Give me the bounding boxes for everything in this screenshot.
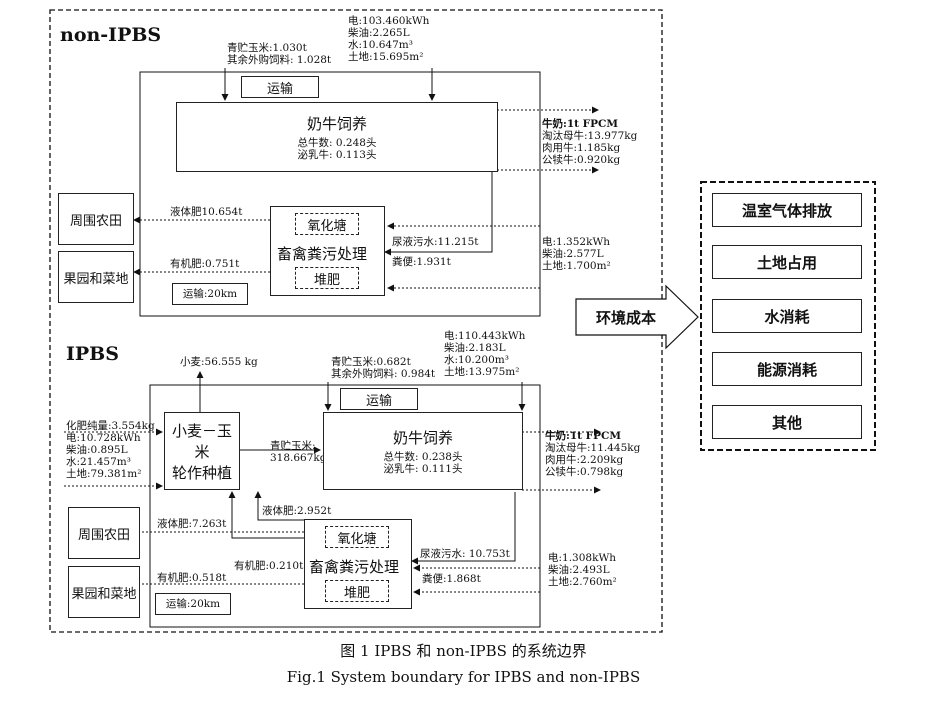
organic-fertilizer-label: 有机肥:0.751t [170,258,240,270]
milk-output: 牛奶:1t FPCM [542,118,619,130]
liquid-fertilizer-label: 液体肥:7.263t [157,518,227,530]
top-feed-inputs: 青贮玉米:1.030t 其余外购饲料: 1.028t [227,42,331,66]
feces-label: 粪便:1.931t [392,256,451,268]
farmland-box: 周围农田 [68,507,140,559]
resource-line: 电:1.352kWh [542,236,611,248]
crop-input-line: 化肥纯量:3.554kg [66,420,155,432]
dairy-line: 总牛数: 0.238头 [383,451,463,463]
manure-resource-inputs: 电:1.308kWh 柴油:2.493L 土地:2.760m² [548,552,617,588]
transport-box: 运输 [340,388,418,410]
bottom-outputs: 牛奶:1t FPCM 淘汰母牛:11.445kg 肉用牛:2.209kg 公犊牛… [545,430,640,478]
figure-caption-chinese: 图 1 IPBS 和 non-IPBS 的系统边界 [340,642,587,660]
resource-line: 电:110.443kWh [444,330,526,342]
crop-title-line: 轮作种植 [171,463,232,482]
dairy-title: 奶牛饲养 [392,429,453,447]
top-resource-inputs: 电:103.460kWh 柴油:2.265L 水:10.647m³ 土地:15.… [348,15,429,63]
dairy-title: 奶牛饲养 [306,115,367,133]
compost-box: 堆肥 [325,580,389,602]
resource-line: 电:103.460kWh [348,15,430,27]
resource-line: 水:10.200m³ [444,354,509,366]
resource-line: 电:1.308kWh [548,552,617,564]
resource-line: 土地:1.700m² [542,260,611,272]
crop-input-line: 土地:79.381m² [66,468,142,480]
output-line: 肉用牛:2.209kg [545,454,624,466]
manure-resource-inputs: 电:1.352kWh 柴油:2.577L 土地:1.700m² [542,236,611,272]
transport-20km-box: 运输:20km [155,593,231,615]
output-line: 公犊牛:0.798kg [545,466,624,478]
resource-line: 水:10.647m³ [348,39,413,51]
bottom-resource-inputs: 电:110.443kWh 柴油:2.183L 水:10.200m³ 土地:13.… [444,330,525,378]
figure-caption-english: Fig.1 System boundary for IPBS and non-I… [286,668,641,686]
oxidation-pond-box: 氧化塘 [325,526,389,548]
dairy-farming-box: 奶牛饲养 总牛数: 0.248头 泌乳牛: 0.113头 [176,102,498,172]
crop-input-line: 柴油:0.895L [66,444,128,456]
milk-output: 牛奶:1t FPCM [545,430,622,442]
silage-value: 318.667kg [270,452,327,464]
dairy-line: 总牛数: 0.248头 [297,137,377,149]
silage-label: 青贮玉米: [270,440,316,452]
feed-input-line: 青贮玉米:0.682t [331,356,411,368]
output-line: 肉用牛:1.185kg [542,142,621,154]
feed-input-line: 青贮玉米:1.030t [227,42,307,54]
slurry-label: 尿液污水:11.215t [392,236,479,248]
liquid-fertilizer-label: 液体肥10.654t [170,206,243,218]
output-line: 公犊牛:0.920kg [542,154,621,166]
top-outputs: 牛奶:1t FPCM 淘汰母牛:13.977kg 肉用牛:1.185kg 公犊牛… [542,118,637,166]
impact-land-occupation: 土地占用 [712,245,862,279]
resource-line: 柴油:2.265L [348,27,410,39]
resource-line: 土地:15.695m² [348,51,424,63]
resource-line: 柴油:2.577L [542,248,604,260]
silage-flow-label: 青贮玉米: 318.667kg [270,440,327,464]
transport-20km-box: 运输:20km [172,283,248,305]
crop-input-line: 水:21.457m³ [66,456,131,468]
farmland-box: 周围农田 [58,193,134,245]
oxidation-pond-box: 氧化塘 [295,213,359,235]
orchard-box: 果园和菜地 [68,566,140,618]
environmental-cost-label: 环境成本 [596,309,657,327]
crop-inputs: 化肥纯量:3.554kg 电:10.728kWh 柴油:0.895L 水:21.… [66,420,155,480]
organic-fertilizer-label: 有机肥:0.518t [157,572,227,584]
output-line: 淘汰母牛:11.445kg [545,442,641,454]
liquid-fertilizer-return-label: 液体肥:2.952t [262,505,332,517]
manure-title: 畜禽粪污处理 [309,558,400,576]
impact-energy-consumption: 能源消耗 [712,352,862,386]
feed-input-line: 其余外购饲料: 1.028t [227,54,332,66]
manure-treatment-box: 氧化塘 畜禽粪污处理 堆肥 [270,206,385,296]
manure-title: 畜禽粪污处理 [277,245,368,263]
organic-fertilizer-return-label: 有机肥:0.210t [234,560,304,572]
impact-ghg-emissions: 温室气体排放 [712,193,862,227]
resource-line: 柴油:2.183L [444,342,506,354]
ipbs-title: IPBS [66,343,119,365]
bottom-feed-inputs: 青贮玉米:0.682t 其余外购饲料: 0.984t [331,356,435,380]
dairy-line: 泌乳牛: 0.111头 [383,463,463,475]
resource-line: 土地:2.760m² [548,576,617,588]
crop-title-line: 小麦－玉米 [171,421,232,461]
crop-input-line: 电:10.728kWh [66,432,141,444]
compost-box: 堆肥 [295,267,359,289]
wheat-output: 小麦:56.555 kg [180,356,258,368]
impact-other: 其他 [712,405,862,439]
feces-label: 粪便:1.868t [422,573,481,585]
slurry-label: 尿液污水: 10.753t [420,548,510,560]
resource-line: 土地:13.975m² [444,366,520,378]
crop-rotation-box: 小麦－玉米 轮作种植 [164,412,240,490]
dairy-line: 泌乳牛: 0.113头 [297,149,377,161]
feed-input-line: 其余外购饲料: 0.984t [331,368,436,380]
transport-box: 运输 [241,76,319,98]
impact-water-consumption: 水消耗 [712,299,862,333]
manure-treatment-box: 氧化塘 畜禽粪污处理 堆肥 [304,519,412,609]
dairy-farming-box: 奶牛饲养 总牛数: 0.238头 泌乳牛: 0.111头 [323,412,523,490]
orchard-box: 果园和菜地 [58,251,134,303]
resource-line: 柴油:2.493L [548,564,610,576]
non-ipbs-title: non-IPBS [60,24,162,46]
output-line: 淘汰母牛:13.977kg [542,130,638,142]
